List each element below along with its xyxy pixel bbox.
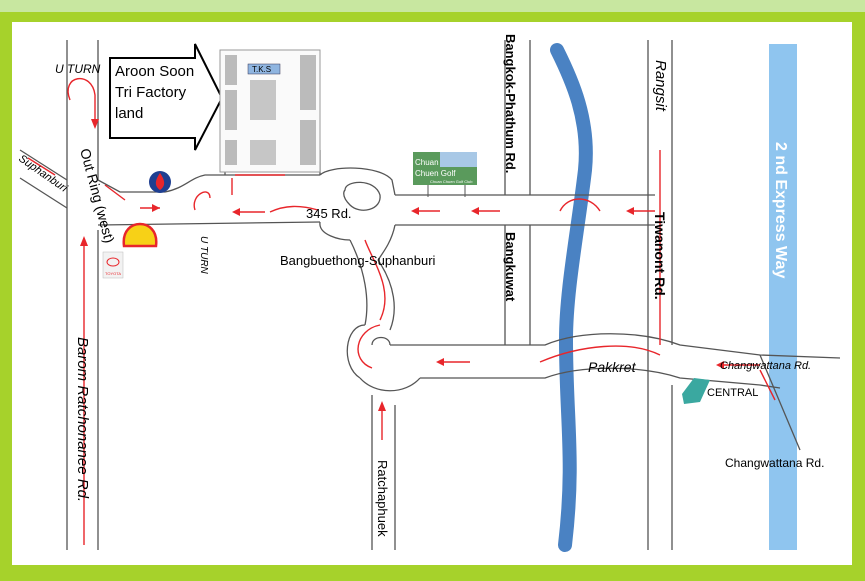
expressway-band [769,44,797,550]
route-river-bridge-top [559,198,601,212]
changwattana-top [390,333,841,359]
arrowhead [716,361,724,369]
toyota-label: TOYOTA [105,271,121,276]
suphanburi-road-bottom [19,177,68,209]
route-bangbuethong [364,239,386,321]
lower-interchange-left [346,324,366,379]
suphanburi-road-top [19,149,68,181]
interchange-bottom-right [377,224,396,261]
bangkuwat-label: Bangkuwat [503,232,518,302]
ratchaphuek-label: Ratchaphuek [375,460,390,537]
route-out-ring [104,184,126,201]
route-changwattana-diag [759,369,776,401]
central-mall-icon: CENTRAL [682,378,758,404]
road-345-top [97,174,320,193]
river [550,43,593,552]
factory-sign: Aroon Soon Tri Factory land [109,43,224,151]
lower-interchange-bottom [359,377,421,392]
building-block [250,140,276,165]
arrowhead [232,208,240,216]
building-block [250,80,276,120]
bangbuethong-label: Bangbuethong-Suphanburi [280,253,436,268]
golf-club-icon: Chuan Chuen Golf Chuan Chuen Golf Club [413,152,477,197]
interchange-inner-loop [343,181,381,211]
route-lower-loop [357,324,381,369]
bangkok-phathum-label: Bangkok-Phathum Rd. [503,34,518,173]
factory-label-2: Tri Factory [115,84,187,101]
route-pakkret [539,345,661,363]
lower-interchange-inner [371,336,391,346]
ptt-flame [155,173,165,190]
arrowhead [471,207,479,215]
building-block [225,90,237,130]
ptt-station-icon [149,171,171,193]
changwattana-diagonal [759,354,801,451]
building-block [300,55,316,110]
route-uturn-top [67,78,96,125]
toyota-sign [102,251,124,279]
tks-label: T.K.S [252,65,271,74]
shell-station-icon [122,222,158,248]
uturn-top-label: U TURN [55,62,101,76]
arrowhead [152,204,160,212]
interchange-top-loop [319,167,396,196]
building-block [300,120,316,165]
barom-label: Barom Ratchonanee Rd. [74,337,91,502]
factory-arrow-shape [109,43,224,151]
toyota-dealer-icon: TOYOTA [102,251,124,279]
frame-top-highlight [0,0,865,12]
golf-label-3: Chuan Chuen Golf Club [430,179,473,184]
rangsit-label: Rangsit [652,60,669,112]
building-block [225,140,237,165]
factory-site-plan: T.K.S [219,49,321,173]
arrowhead [626,207,634,215]
road-network [19,40,841,550]
bangbuethong-left [349,239,368,326]
factory-label-1: Aroon Soon [115,63,194,80]
road-345-label: 345 Rd. [306,206,352,221]
interchange-bottom-left [319,221,351,241]
golf-label-1: Chuan [415,158,439,167]
arrowhead [411,207,419,215]
arrowhead [378,401,386,411]
shell-shape [122,222,158,248]
central-logo [682,378,710,404]
central-label: CENTRAL [707,387,758,399]
golf-label-2: Chuen Golf [415,169,456,178]
arrowhead [436,358,444,366]
route-uturn-mid [193,191,211,211]
arrowhead [91,119,99,129]
factory-label-3: land [115,105,143,122]
tiwanont-label: Tiwanont Rd. [652,212,668,300]
changwattana-label-2: Changwattana Rd. [725,456,824,470]
pakkret-label: Pakkret [588,359,637,375]
bangbuethong-right [377,259,395,331]
changwattana-label-1: Changwattana Rd. [720,360,811,372]
arrowhead [80,236,88,246]
tks-sign [247,63,281,75]
route-345-2 [269,205,319,213]
express-way-label: 2 nd Express Way [772,142,789,278]
changwattana-bottom [420,367,781,389]
golf-sign-sky [440,152,477,167]
uturn-mid-label: U TURN [198,236,209,275]
toyota-logo [106,257,120,267]
route-suphanburi [27,157,56,176]
building-block [225,55,237,85]
